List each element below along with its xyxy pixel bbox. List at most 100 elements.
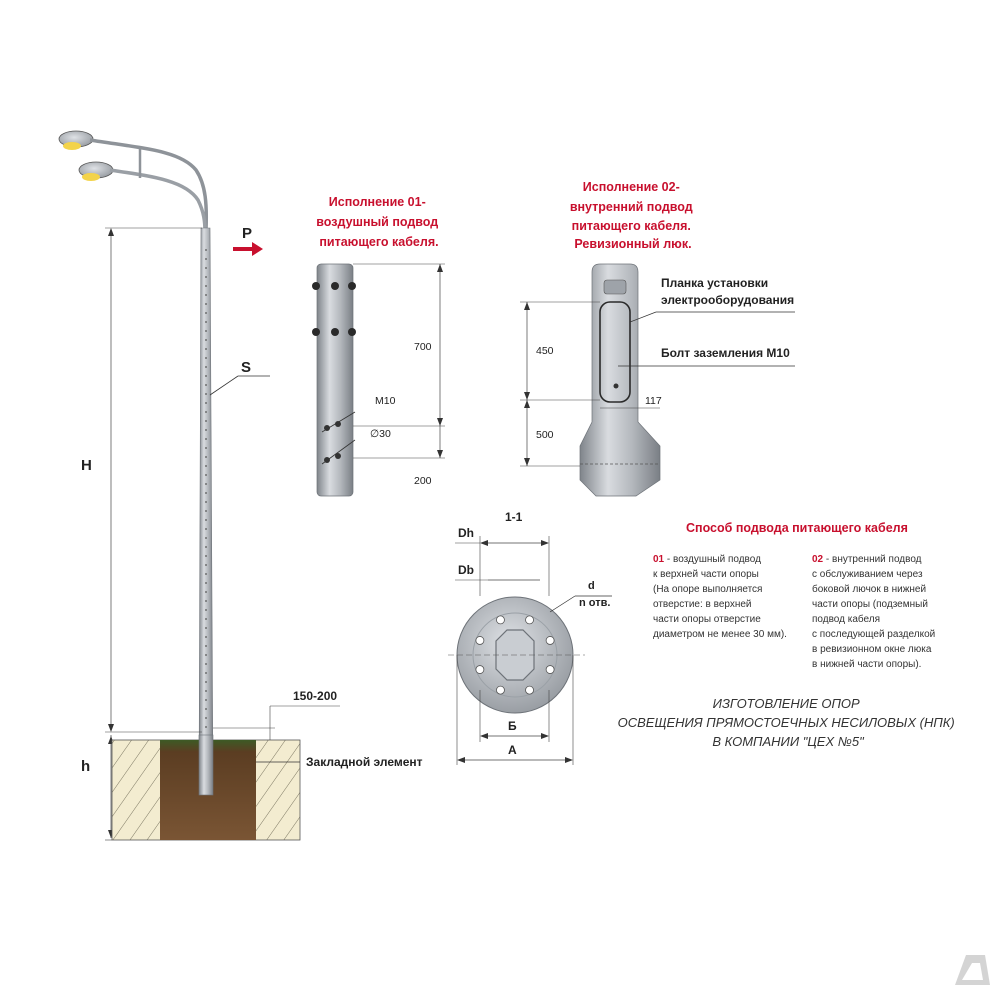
embedded-element-label: Закладной элемент xyxy=(306,755,423,769)
label-d: d xyxy=(588,580,595,592)
flange-hole xyxy=(496,685,505,695)
force-arrow-icon xyxy=(233,242,263,256)
pole-dot xyxy=(205,555,207,557)
pole-dot xyxy=(205,726,207,728)
pole-dot xyxy=(205,510,207,512)
label-m10: M10 xyxy=(375,395,396,407)
pole-dot xyxy=(205,384,207,386)
pole-dot xyxy=(205,249,207,251)
pole-dot xyxy=(205,483,207,485)
pole-dot xyxy=(205,447,207,449)
flange-holes xyxy=(475,615,555,695)
pole-dot xyxy=(205,663,207,665)
pole-dot xyxy=(205,474,207,476)
pole-dot xyxy=(205,609,207,611)
pole-dot xyxy=(205,600,207,602)
flange-hole xyxy=(525,685,534,695)
pole-dot xyxy=(205,582,207,584)
pole-dot xyxy=(205,339,207,341)
pole-dot xyxy=(205,591,207,593)
pole-dot xyxy=(205,492,207,494)
pole-dot xyxy=(205,672,207,674)
pole-dot xyxy=(205,636,207,638)
cable-option-01: 01 - воздушный подвод к верхней части оп… xyxy=(653,554,787,640)
pole-dot xyxy=(205,573,207,575)
pole-dot xyxy=(205,528,207,530)
pole-dot xyxy=(205,366,207,368)
pole-dot xyxy=(205,627,207,629)
pole-dot xyxy=(205,312,207,314)
pole-dot xyxy=(205,402,207,404)
section-label: 1-1 xyxy=(505,510,523,524)
dim-500: 500 xyxy=(536,429,554,441)
variant02-title: Исполнение 02- внутренний подвод питающе… xyxy=(570,180,696,251)
label-P: P xyxy=(242,225,252,242)
pole-dot xyxy=(205,429,207,431)
dim-150-200: 150-200 xyxy=(293,689,337,703)
pole-dot xyxy=(205,537,207,539)
pole-dot xyxy=(205,411,207,413)
pole-assembly: P S H h 150-200 Закладной элемент xyxy=(58,130,423,841)
footer-caption: ИЗГОТОВЛЕНИЕ ОПОР ОСВЕЩЕНИЯ ПРЯМОСТОЕЧНЫ… xyxy=(618,696,959,749)
callout-bolt: Болт заземления М10 xyxy=(661,346,790,360)
revision-hatch xyxy=(599,301,631,403)
pole-dot xyxy=(205,276,207,278)
pole-dot xyxy=(205,393,207,395)
pole-dot xyxy=(205,717,207,719)
label-H: H xyxy=(81,457,92,474)
pole-dot xyxy=(205,375,207,377)
label-h: h xyxy=(81,758,90,775)
pole-dot xyxy=(205,645,207,647)
label-Db: Db xyxy=(458,563,474,577)
variant02-tube xyxy=(579,263,661,497)
pole-perforation xyxy=(205,249,207,728)
lamp-lower xyxy=(78,161,114,181)
dim-450: 450 xyxy=(536,345,554,357)
pole-dot xyxy=(205,501,207,503)
pole-dot xyxy=(205,357,207,359)
pole-dot xyxy=(205,456,207,458)
dim-117: 117 xyxy=(645,395,662,407)
pole-dot xyxy=(205,258,207,260)
bracket-lower xyxy=(109,168,207,233)
corner-logo-icon xyxy=(955,955,990,985)
variant-02: Исполнение 02- внутренний подвод питающе… xyxy=(520,180,795,497)
pole-dot xyxy=(205,546,207,548)
flange-section: 1-1 Dh Db d n отв. Б А xyxy=(448,510,612,765)
pole-dot xyxy=(205,564,207,566)
variant01-title: Исполнение 01- воздушный подвод питающег… xyxy=(316,195,441,249)
flange-hole xyxy=(545,636,555,645)
pole-dot xyxy=(205,681,207,683)
pole-dot xyxy=(205,465,207,467)
flange-hole xyxy=(496,615,505,625)
pole-dot xyxy=(205,285,207,287)
pole-dot xyxy=(205,690,207,692)
pole-dot xyxy=(205,618,207,620)
dim-200: 200 xyxy=(414,475,432,487)
cable-feed-title: Способ подвода питающего кабеля xyxy=(686,521,908,535)
lamp-upper xyxy=(58,130,94,150)
flange-hole xyxy=(475,636,485,645)
pole-dot xyxy=(205,348,207,350)
variant-01: Исполнение 01- воздушный подвод питающег… xyxy=(312,195,445,497)
pole-dot xyxy=(205,330,207,332)
flange-hole xyxy=(545,665,555,674)
pole-dot xyxy=(205,321,207,323)
pole-dot xyxy=(205,438,207,440)
label-n: n отв. xyxy=(579,597,610,609)
label-d30: ∅30 xyxy=(370,428,391,440)
cable-option-02: 02 - внутренний подвод с обслуживанием ч… xyxy=(812,554,938,670)
callout-plate: Планка установки электрооборудования xyxy=(661,276,794,307)
pole-dot xyxy=(205,267,207,269)
pole-dot xyxy=(205,519,207,521)
label-A: А xyxy=(508,743,517,757)
bracket-upper xyxy=(89,138,209,231)
label-S: S xyxy=(241,359,251,376)
dim-700: 700 xyxy=(414,341,432,353)
pole-dot xyxy=(205,708,207,710)
pole-dot xyxy=(205,420,207,422)
cable-feed-block: Способ подвода питающего кабеля 01 - воз… xyxy=(653,521,938,670)
label-B: Б xyxy=(508,719,517,733)
pole-dot xyxy=(205,303,207,305)
